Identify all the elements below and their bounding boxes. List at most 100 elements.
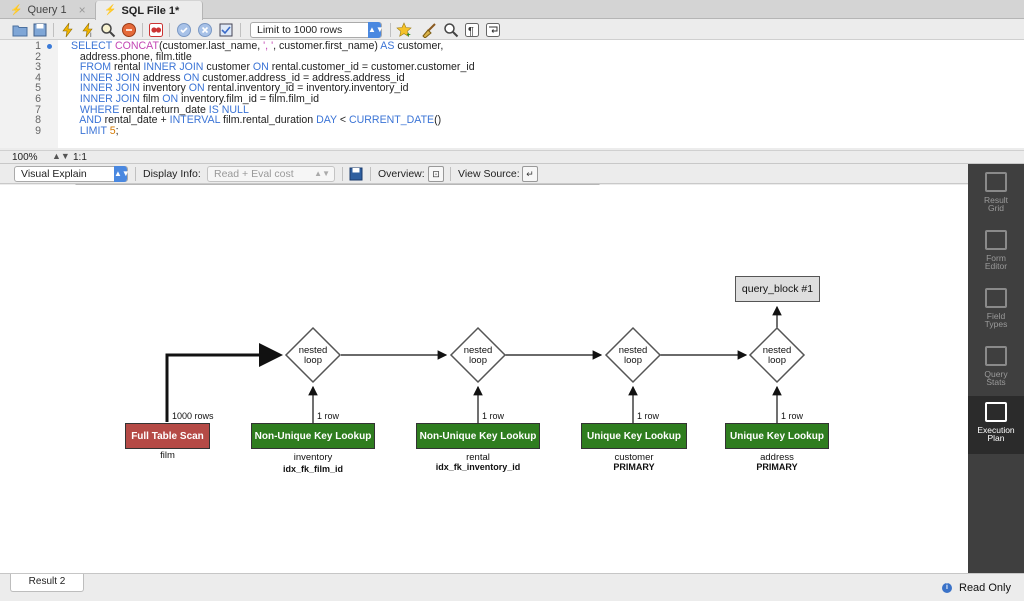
svg-text:+: + — [407, 32, 411, 38]
form-icon — [985, 230, 1007, 250]
nested-loop-text: nested loop — [464, 345, 493, 366]
display-info-value: Read + Eval cost — [214, 168, 294, 180]
key-name: idx_fk_film_id — [251, 464, 375, 474]
stop-icon[interactable] — [121, 22, 137, 38]
result-grid-button[interactable]: Result Grid — [968, 166, 1024, 224]
overview-label: Overview: — [378, 168, 425, 180]
nested-loop-label: nested loop — [448, 346, 508, 366]
editor-status-bar: 100% ▲▼ 1:1 — [0, 150, 1024, 164]
table-name: film — [125, 450, 210, 461]
limit-rows-select[interactable]: Limit to 1000 rows ▲▼ — [250, 22, 382, 38]
field-types-label: Field Types — [979, 312, 1013, 328]
grid-icon — [985, 172, 1007, 192]
non-unique-key-lookup-node[interactable]: Non-Unique Key Lookup — [416, 423, 540, 449]
view-mode-value: Visual Explain — [21, 168, 87, 180]
lightning-icon: ⚡ — [10, 5, 22, 16]
zoom-level[interactable]: 100% — [12, 152, 38, 163]
result-side-panel: Result Grid Form Editor Field Types Quer… — [968, 164, 1024, 575]
field-types-icon — [985, 288, 1007, 308]
tab-query-1[interactable]: ⚡ Query 1 × — [10, 1, 94, 19]
key-name: PRIMARY — [581, 462, 687, 472]
key-name: idx_fk_inventory_id — [416, 462, 540, 472]
nested-loop-text: nested loop — [619, 345, 648, 366]
close-icon[interactable]: × — [79, 3, 86, 17]
key-name: PRIMARY — [725, 462, 829, 472]
tab-label: SQL File 1* — [121, 5, 179, 17]
query-stats-label: Query Stats — [979, 370, 1013, 386]
invisible-chars-icon[interactable]: ¶ — [464, 22, 480, 38]
view-source-label: View Source: — [458, 168, 520, 180]
tab-sql-file-1[interactable]: ⚡ SQL File 1* — [95, 1, 203, 20]
execute-icon[interactable] — [60, 22, 76, 38]
nested-loop-text: nested loop — [763, 345, 792, 366]
line-number: 9 — [0, 126, 41, 137]
read-only-label: Read Only — [959, 582, 1011, 594]
tab-bar: ⚡ Query 1 × ⚡ SQL File 1* — [0, 0, 1024, 19]
execution-plan-button[interactable]: Execution Plan — [968, 396, 1024, 454]
autocommit-icon[interactable] — [218, 22, 234, 38]
plan-connectors — [0, 185, 968, 573]
cursor-position: 1:1 — [73, 152, 87, 163]
lightning-icon: ⚡ — [104, 5, 116, 16]
nested-loop-label: nested loop — [603, 346, 663, 366]
chevron-updown-icon: ▲▼ — [368, 22, 381, 38]
row-count-label: 1 row — [317, 411, 339, 421]
save-plan-icon[interactable] — [348, 166, 364, 182]
rollback-icon[interactable] — [197, 22, 213, 38]
explain-icon[interactable] — [100, 22, 116, 38]
query-block-node[interactable]: query_block #1 — [735, 276, 820, 302]
tab-label: Query 1 — [27, 4, 66, 16]
nested-loop-text: nested loop — [299, 345, 328, 366]
row-count-label: 1 row — [781, 411, 803, 421]
result-grid-label: Result Grid — [979, 196, 1013, 212]
code-text: LIMIT 5; — [71, 126, 119, 137]
editor-toolbar: I Limit to 1000 rows ▲▼ + ¶ — [0, 20, 1024, 40]
result-header: Visual Explain ▲▼ Display Info: Read + E… — [0, 164, 968, 184]
chevron-updown-icon: ▲▼ — [314, 167, 330, 181]
add-snippet-star-icon[interactable]: + — [396, 22, 412, 38]
nested-loop-label: nested loop — [283, 346, 343, 366]
view-source-button[interactable]: ↵ — [522, 166, 538, 182]
query-stats-button[interactable]: Query Stats — [968, 340, 1024, 398]
row-count-label: 1 row — [482, 411, 504, 421]
display-info-select[interactable]: Read + Eval cost ▲▼ — [207, 166, 335, 182]
stats-icon — [985, 346, 1007, 366]
row-count-label: 1000 rows — [172, 411, 214, 421]
toggle-continue-icon[interactable] — [148, 22, 164, 38]
svg-text:¶: ¶ — [468, 26, 474, 38]
find-icon[interactable] — [443, 22, 459, 38]
display-info-label: Display Info: — [143, 168, 201, 180]
sql-editor[interactable]: 1SELECT CONCAT(customer.last_name, ', ',… — [0, 40, 1024, 148]
open-folder-icon[interactable] — [12, 22, 28, 38]
overview-button[interactable]: ⊡ — [428, 166, 444, 182]
unique-key-lookup-node[interactable]: Unique Key Lookup — [725, 423, 829, 449]
execution-plan-canvas: nested loop nested loop nested loop nest… — [0, 185, 968, 573]
bottom-bar: Result 2 i Read Only — [0, 573, 1024, 601]
execute-current-icon[interactable]: I — [80, 22, 96, 38]
limit-rows-value: Limit to 1000 rows — [257, 24, 342, 36]
execution-plan-icon — [985, 402, 1007, 422]
row-count-label: 1 row — [637, 411, 659, 421]
read-only-status: i Read Only — [942, 582, 1011, 594]
table-name: inventory — [251, 452, 375, 463]
unique-key-lookup-node[interactable]: Unique Key Lookup — [581, 423, 687, 449]
save-icon[interactable] — [32, 22, 48, 38]
nested-loop-label: nested loop — [747, 346, 807, 366]
svg-text:I: I — [90, 33, 92, 38]
wrap-lines-icon[interactable] — [485, 22, 501, 38]
field-types-button[interactable]: Field Types — [968, 282, 1024, 340]
statement-marker-icon — [47, 44, 52, 49]
chevron-updown-icon: ▲▼ — [114, 166, 127, 182]
commit-icon[interactable] — [176, 22, 192, 38]
form-editor-label: Form Editor — [979, 254, 1013, 270]
zoom-stepper-icon[interactable]: ▲▼ — [52, 151, 70, 161]
code-text: AND rental_date + INTERVAL film.rental_d… — [71, 115, 441, 126]
form-editor-button[interactable]: Form Editor — [968, 224, 1024, 282]
result-tab[interactable]: Result 2 — [10, 574, 84, 592]
view-mode-select[interactable]: Visual Explain ▲▼ — [14, 166, 128, 182]
execution-plan-label: Execution Plan — [974, 426, 1018, 442]
beautify-broom-icon[interactable] — [421, 22, 437, 38]
info-icon: i — [942, 583, 952, 593]
full-table-scan-node[interactable]: Full Table Scan — [125, 423, 210, 449]
non-unique-key-lookup-node[interactable]: Non-Unique Key Lookup — [251, 423, 375, 449]
